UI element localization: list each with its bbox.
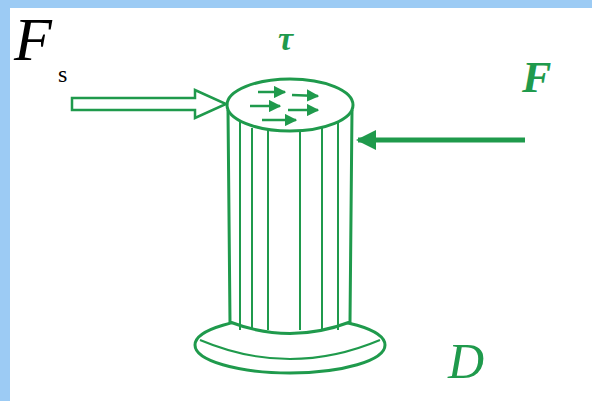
diameter-symbol: D — [448, 336, 484, 386]
force-symbol: F — [522, 56, 551, 100]
shear-stress-symbol: τ — [278, 22, 293, 56]
force-symbol: F — [14, 8, 52, 70]
force-subscript: s — [58, 62, 67, 86]
